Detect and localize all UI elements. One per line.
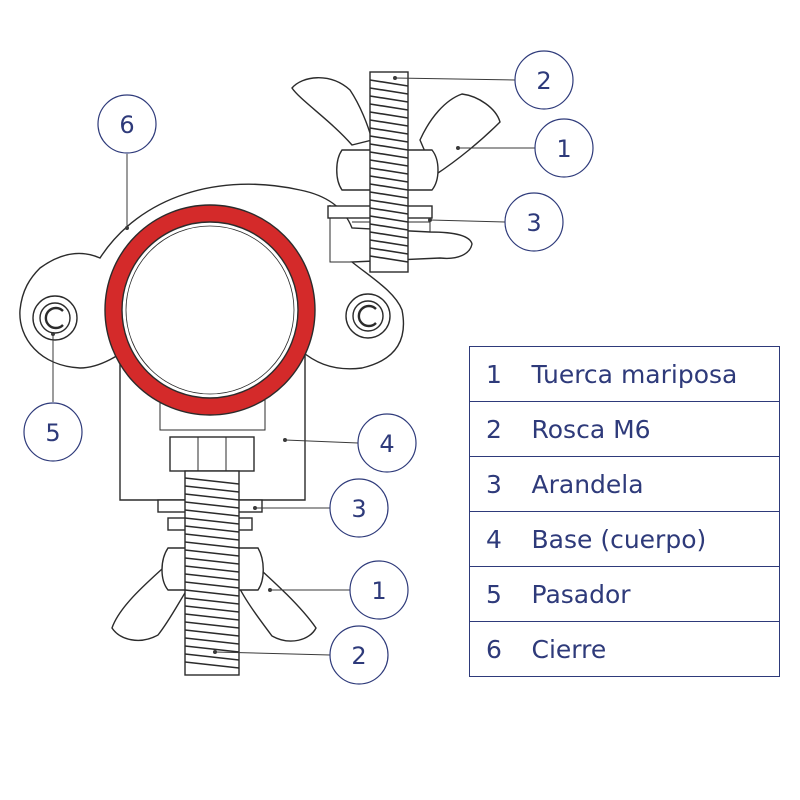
callout-label: 3 (526, 209, 541, 237)
legend-name: Arandela (531, 456, 780, 512)
legend-row: 2 Rosca M6 (469, 401, 780, 457)
legend-row: 5 Pasador (469, 566, 780, 622)
legend-row: 4 Base (cuerpo) (469, 511, 780, 567)
legend-number: 1 (469, 346, 532, 402)
callout-1-bottom: 1 (349, 560, 409, 620)
callout-2-top: 2 (514, 50, 574, 110)
tube-ring (104, 204, 316, 416)
legend-name: Rosca M6 (531, 401, 780, 457)
legend-number: 3 (469, 456, 532, 512)
callout-1-top: 1 (534, 118, 594, 178)
upper-wing-nut (291, 77, 501, 191)
callout-label: 1 (371, 577, 386, 605)
pin-c-icon (32, 295, 78, 341)
legend-number: 6 (469, 621, 532, 677)
legend-name: Base (cuerpo) (531, 511, 780, 567)
legend-row: 3 Arandela (469, 456, 780, 512)
lower-thread (184, 470, 240, 676)
callout-4: 4 (357, 413, 417, 473)
legend-number: 2 (469, 401, 532, 457)
callout-label: 1 (556, 135, 571, 163)
callout-2-bottom: 2 (329, 625, 389, 685)
callout-label: 3 (351, 495, 366, 523)
callout-5: 5 (23, 402, 83, 462)
callout-label: 5 (45, 419, 60, 447)
legend-row: 6 Cierre (469, 621, 780, 677)
legend-name: Cierre (531, 621, 780, 677)
leader-lines (51, 76, 535, 656)
callout-label: 4 (379, 430, 394, 458)
lower-hex-nut (169, 436, 255, 472)
callout-3-bottom: 3 (329, 478, 389, 538)
callout-6: 6 (97, 94, 157, 154)
legend-number: 5 (469, 566, 532, 622)
upper-thread (369, 71, 409, 273)
pin-c-icon (345, 293, 391, 339)
parts-legend: 1 Tuerca mariposa 2 Rosca M6 3 Arandela … (469, 346, 780, 677)
callout-3-top: 3 (504, 192, 564, 252)
callout-label: 2 (536, 67, 551, 95)
legend-row: 1 Tuerca mariposa (469, 346, 780, 402)
callout-label: 6 (119, 111, 134, 139)
legend-name: Pasador (531, 566, 780, 622)
legend-name: Tuerca mariposa (531, 346, 780, 402)
callout-label: 2 (351, 642, 366, 670)
legend-number: 4 (469, 511, 532, 567)
